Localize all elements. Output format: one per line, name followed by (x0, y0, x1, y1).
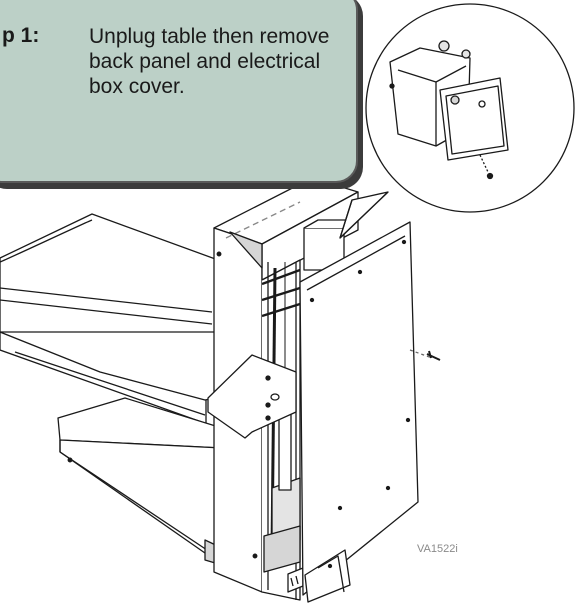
side-bracket (207, 354, 297, 439)
back-panel (299, 221, 419, 596)
lower-panel (304, 549, 351, 603)
step-instruction-text: Unplug table then remove back panel and … (89, 25, 330, 98)
table-top (0, 213, 246, 439)
instruction-callout: p 1: Unplug table then remove back panel… (0, 0, 358, 183)
panel-screw (409, 349, 441, 361)
lift-column (213, 177, 359, 601)
base-platform (57, 397, 223, 566)
step-label: p 1: (2, 24, 40, 47)
figure-id-label: VA1522i (417, 543, 458, 555)
zoom-callout (339, 3, 575, 239)
